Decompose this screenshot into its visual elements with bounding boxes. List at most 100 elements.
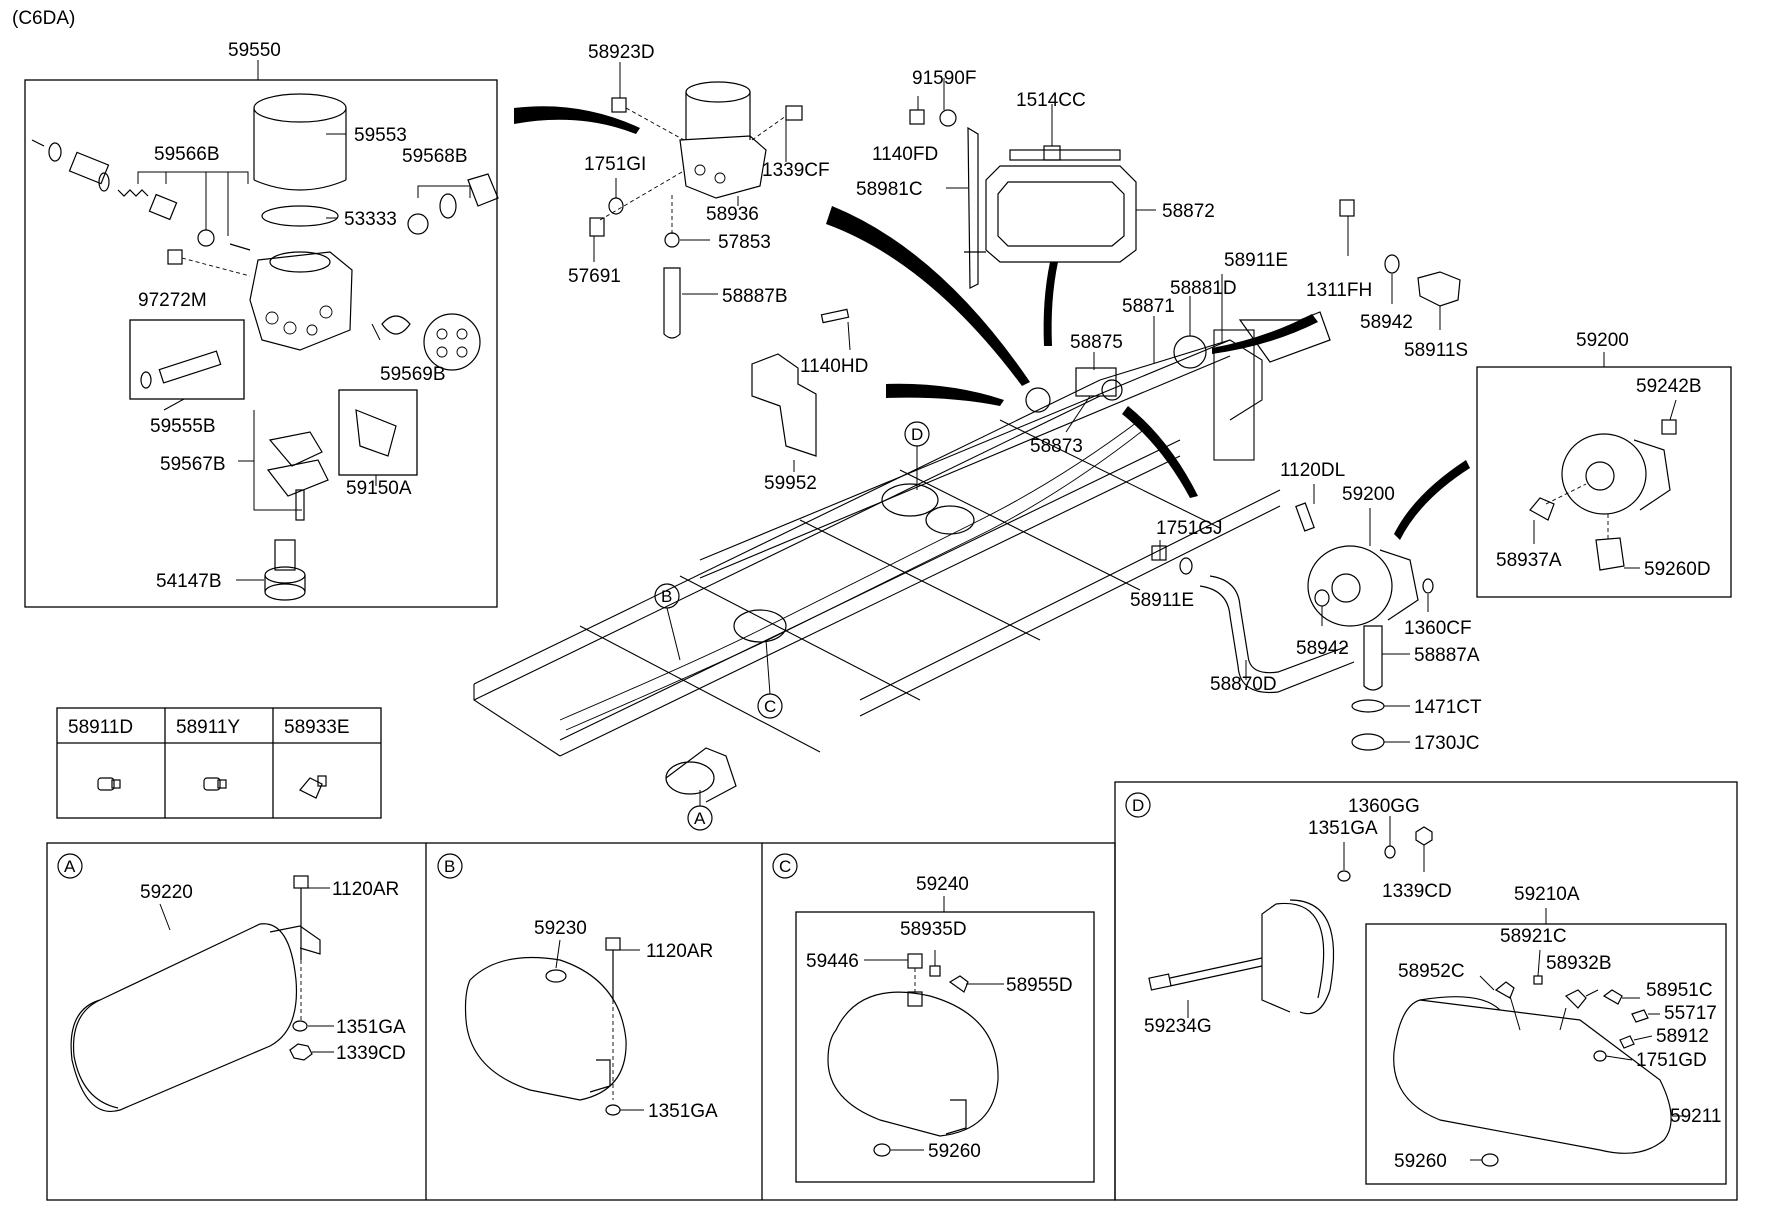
panel-C: C 59240 58935D 59446 58955D 59260 <box>772 853 1095 1183</box>
cover-shape <box>423 313 481 371</box>
label-97272M: 97272M <box>138 290 207 311</box>
label-59200-box: 59200 <box>1576 330 1629 351</box>
panel-A-label-59220: 59220 <box>140 882 193 903</box>
panel-D-label-58951C: 58951C <box>1646 980 1713 1001</box>
label-58923D: 58923D <box>588 42 655 63</box>
panel-B-label-59230: 59230 <box>534 918 587 939</box>
panel-A: A 59220 1120AR 1351GA 1339CD <box>57 853 406 1112</box>
label-59553: 59553 <box>354 125 407 146</box>
label-58875: 58875 <box>1070 332 1123 353</box>
label-1360CF: 1360CF <box>1404 618 1472 639</box>
svg-text:B: B <box>661 587 672 606</box>
bolt-1120AR-shape <box>293 875 309 960</box>
label-58911S: 58911S <box>1404 340 1468 361</box>
panel-D-label-55717: 55717 <box>1664 1003 1717 1024</box>
label-59200-mid: 59200 <box>1342 484 1395 505</box>
panel-B-label-1351GA: 1351GA <box>648 1101 718 1122</box>
panel-C-label-58955D: 58955D <box>1006 975 1073 996</box>
label-58887B: 58887B <box>722 286 788 307</box>
label-58937A: 58937A <box>1496 550 1562 571</box>
panel-D-label-58952C: 58952C <box>1398 961 1465 982</box>
label-1751GI: 1751GI <box>584 154 646 175</box>
panel-A-letter: A <box>64 857 76 876</box>
panel-C-letter: C <box>779 857 791 876</box>
panel-C-label-58935D: 58935D <box>900 919 967 940</box>
panel-B-label-1120AR: 1120AR <box>646 941 713 962</box>
air-tank-59220-shape <box>70 923 321 1112</box>
panel-C-label-59240: 59240 <box>916 874 969 895</box>
pointer-arrow-7 <box>1394 460 1470 540</box>
label-1120DL: 1120DL <box>1280 460 1345 481</box>
label-59260D: 59260D <box>1644 559 1711 580</box>
air-dryer-assembly-panel <box>24 60 499 608</box>
label-1471CT: 1471CT <box>1414 697 1482 718</box>
panel-D-label-1339CD: 1339CD <box>1382 881 1452 902</box>
label-1514CC: 1514CC <box>1016 90 1086 111</box>
panel-D-label-58912: 58912 <box>1656 1026 1709 1047</box>
panel-C-label-59446: 59446 <box>806 951 859 972</box>
label-58872: 58872 <box>1162 201 1215 222</box>
label-58942-mid: 58942 <box>1296 638 1349 659</box>
pointer-arrow-5 <box>1212 314 1318 354</box>
label-59567B: 59567B <box>160 454 226 475</box>
panel-D-label-59234G: 59234G <box>1144 1016 1212 1037</box>
fitting-icon-58911Y <box>203 777 227 791</box>
panel-D-label-59260: 59260 <box>1394 1151 1447 1172</box>
label-1140HD: 1140HD <box>800 356 868 377</box>
label-57853: 57853 <box>718 232 771 253</box>
fittings-table: 58911D 58911Y 58933E <box>56 707 382 819</box>
bracket-59952-shape <box>751 308 851 457</box>
label-59952: 59952 <box>764 473 817 494</box>
brake-chamber-box <box>1476 352 1732 598</box>
label-1339CF: 1339CF <box>762 160 830 181</box>
label-53333: 53333 <box>344 209 397 230</box>
fitting-header-1: 58911D <box>68 717 133 738</box>
label-1751GJ: 1751GJ <box>1156 518 1223 539</box>
svg-text:D: D <box>911 425 923 444</box>
svg-text:A: A <box>694 809 706 828</box>
label-1311FH: 1311FH <box>1306 280 1372 301</box>
label-58936: 58936 <box>706 204 759 225</box>
label-59150A: 59150A <box>346 478 412 499</box>
pointer-arrow-1 <box>514 106 640 134</box>
callout-B-chassis: B <box>654 583 681 661</box>
label-58911E-mid: 58911E <box>1130 590 1194 611</box>
callout-C-chassis: C <box>757 639 783 719</box>
pointer-arrow-6 <box>1122 406 1198 498</box>
label-59568B: 59568B <box>402 146 468 167</box>
panel-D-label-1360GG: 1360GG <box>1348 796 1420 817</box>
svg-text:C: C <box>764 697 776 716</box>
callout-A-chassis: A <box>687 790 713 831</box>
fitting-header-2: 58911Y <box>176 717 240 738</box>
bracket-58981C-shape <box>909 109 979 289</box>
fitting-icon-58911D <box>97 777 121 791</box>
panel-D-label-58921C: 58921C <box>1500 926 1567 947</box>
label-59550: 59550 <box>228 40 281 61</box>
panel-A-label-1120AR: 1120AR <box>332 879 399 900</box>
label-1730JC: 1730JC <box>1414 733 1480 754</box>
label-57691: 57691 <box>568 266 621 287</box>
dryer-cartridge-shape <box>253 93 347 191</box>
diagram-code: (C6DA) <box>12 8 75 29</box>
label-58911E-top: 58911E <box>1224 250 1288 271</box>
panel-D-label-1751GD: 1751GD <box>1636 1050 1707 1071</box>
panel-C-label-59260: 59260 <box>928 1141 981 1162</box>
label-58871: 58871 <box>1122 296 1175 317</box>
chassis-frame-shape <box>473 329 1281 803</box>
panel-D: D 1360GG 1351GA 1339CD 59234G <box>1114 781 1738 1201</box>
pipe-58870D-shape <box>1151 545 1355 694</box>
air-tank-59211-shape <box>1393 996 1672 1167</box>
panel-D-label-1351GA: 1351GA <box>1308 818 1378 839</box>
strap-59234G-shape <box>1148 899 1335 1015</box>
callout-D-chassis: D <box>904 421 930 490</box>
panel-D-label-59210A: 59210A <box>1514 884 1580 905</box>
panel-B: B 59230 1120AR 1351GA <box>437 853 718 1122</box>
fitting-header-3: 58933E <box>284 717 350 738</box>
panel-B-letter: B <box>444 857 455 876</box>
air-tank-59240-shape <box>827 991 999 1157</box>
coil-58872-shape <box>964 145 1137 263</box>
filter-base-shape <box>264 539 306 601</box>
label-58981C: 58981C <box>856 179 923 200</box>
label-58942-top: 58942 <box>1360 312 1413 333</box>
